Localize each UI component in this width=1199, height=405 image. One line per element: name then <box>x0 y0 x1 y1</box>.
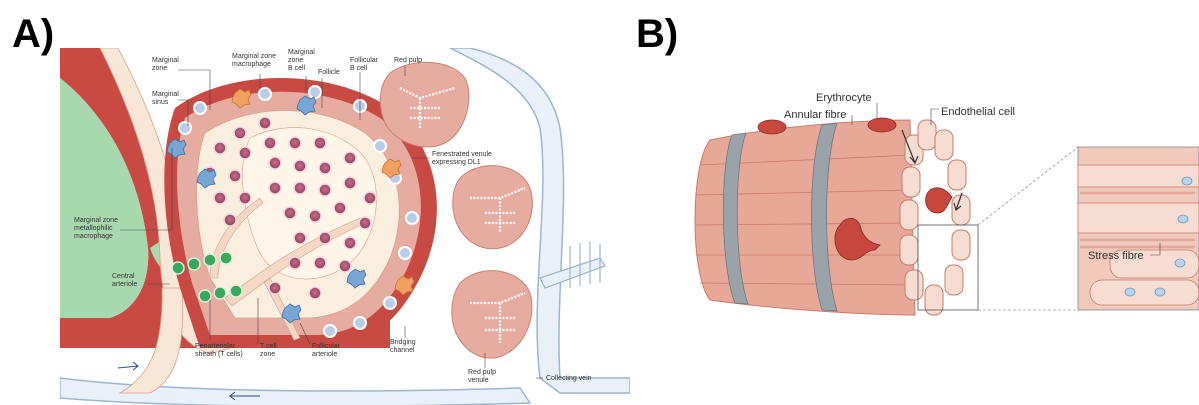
label-annular-fibre: Annular fibre <box>784 109 846 121</box>
flow-arrow-left <box>118 362 138 370</box>
label-stress-fibre: Stress fibre <box>1088 250 1144 262</box>
zoom-line-top <box>978 147 1078 225</box>
panel-b-letter: B) <box>636 14 678 54</box>
panel-a-letter: A) <box>12 14 54 54</box>
label-red-pulp: Red pulp <box>394 57 422 64</box>
endothelial-cells <box>900 120 970 315</box>
label-endothelial-cell: Endothelial cell <box>941 106 1015 118</box>
stress-fibre-inset <box>1078 147 1199 310</box>
label-collecting-vein: Collecting vein <box>546 375 592 382</box>
label-erythrocyte: Erythrocyte <box>816 92 872 104</box>
label-follicle: Follicle <box>318 69 340 76</box>
panel-b-sinus-diagram: Erythrocyte Annular fibre Endothelial ce… <box>690 85 1199 325</box>
